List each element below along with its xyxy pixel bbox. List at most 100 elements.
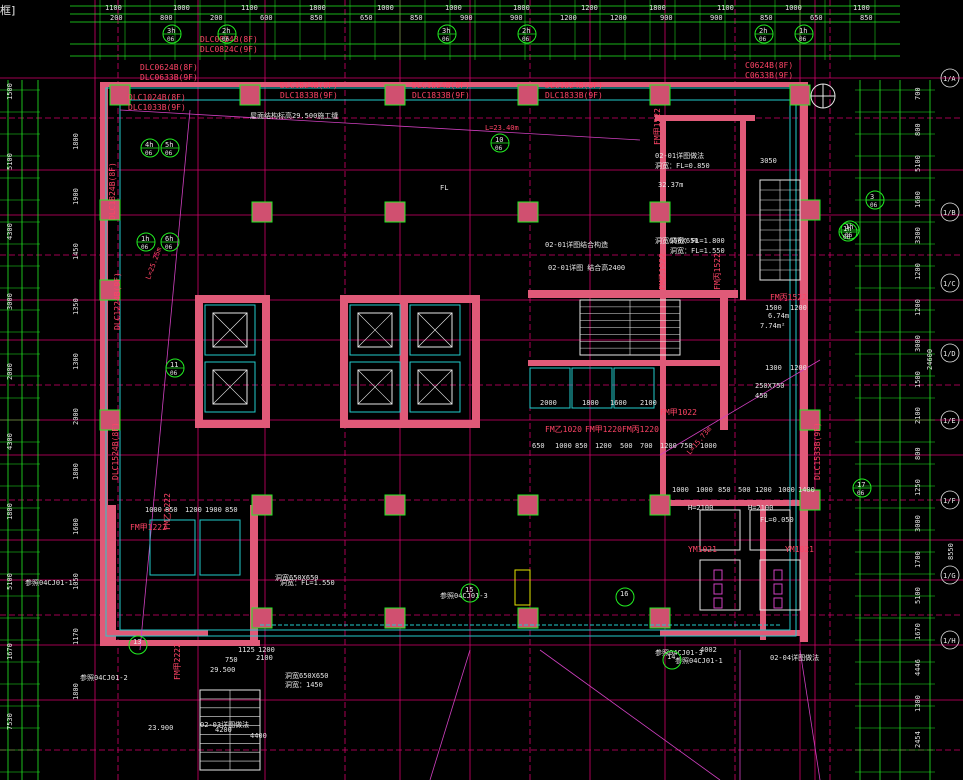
dim-text-top2: 900: [660, 14, 673, 22]
detail-ref-circle: 306: [865, 190, 885, 210]
annotation-text: 1400: [798, 486, 815, 494]
wall-segment: [100, 640, 260, 646]
elevator-shaft: [204, 361, 256, 413]
restroom-stall: [759, 559, 801, 611]
detail-ref-circle: 15: [460, 583, 480, 603]
dim-text-left: 1670: [6, 643, 14, 660]
dim-text-right: 3000: [914, 335, 922, 352]
dim-text-right: 1670: [914, 623, 922, 640]
annotation-text: 3050: [760, 157, 777, 165]
detail-ref-number: 16: [620, 590, 628, 598]
section-line: [139, 109, 191, 651]
detail-ref-number: 11: [170, 361, 178, 369]
wall-segment: [528, 290, 738, 298]
detail-ref-ring: [615, 587, 635, 607]
annotation-text: 7.74m²: [760, 322, 785, 330]
dim-text-left: 2000: [6, 363, 14, 380]
detail-ref-number: 14: [667, 653, 675, 661]
section-line: [119, 109, 641, 141]
annotation-text: H=2100: [688, 504, 713, 512]
elevator-cross: [357, 369, 393, 405]
dim-text-left: 1500: [6, 83, 14, 100]
annotation-text: 屋面结构标高29.500施工缝: [250, 111, 338, 120]
detail-ref-ring: [460, 583, 480, 603]
restroom-stall: [699, 509, 741, 551]
dim-text-top2: 850: [760, 14, 773, 22]
annotation-text: 850: [718, 486, 731, 494]
dim-text-left-small: 1900: [72, 188, 80, 205]
annotation-text: 1200: [755, 486, 772, 494]
annotation-text: 2100: [256, 654, 273, 662]
detail-ref-number: 13: [133, 638, 141, 646]
elevator-car: [357, 369, 393, 405]
wall-inner-outline: [105, 87, 797, 637]
annotation-text: 洞宽：FL=1.800: [670, 236, 725, 245]
detail-ref-sheet: 06: [222, 36, 230, 43]
structural-column: [251, 201, 273, 223]
dim-text-top: 1100: [853, 4, 870, 12]
annotation-text: 02-01详图 结合高2400: [548, 263, 625, 272]
section-line: [429, 649, 471, 780]
detail-ref-sheet: 06: [522, 36, 530, 43]
annotation-text: 1800: [582, 399, 599, 407]
annotation-text: L=15.73m: [685, 425, 713, 456]
annotation-text: 750: [225, 656, 238, 664]
dim-text-right: 3000: [914, 515, 922, 532]
dim-text-top: 1000: [173, 4, 190, 12]
dim-text-left-small: 1050: [72, 573, 80, 590]
structural-column: [99, 279, 121, 301]
annotation-text: 1200: [660, 442, 677, 450]
restroom-stall: [749, 509, 791, 551]
section-line: [539, 649, 721, 780]
dim-text-top: 1800: [649, 4, 666, 12]
structural-column: [109, 84, 131, 106]
detail-ref-sheet: 06: [141, 244, 149, 251]
axis-tag-bubble: [940, 202, 960, 222]
structural-column: [239, 84, 261, 106]
annotation-text: 2000: [540, 399, 557, 407]
detail-ref-sheet: 06: [167, 36, 175, 43]
annotation-text: 参照04CJ01-3: [440, 591, 488, 600]
detail-ref-sheet: 06: [870, 202, 878, 209]
detail-ref-circle: 14: [662, 650, 682, 670]
service-room: [613, 367, 655, 409]
annotation-text: 参照04CJ01-1: [675, 656, 723, 665]
room-box: [149, 519, 196, 576]
door-label: FM丙1522: [713, 253, 722, 290]
detail-ref-sheet: 06: [495, 145, 503, 152]
stairs: [199, 179, 801, 771]
annotation-text: 850: [165, 506, 178, 514]
door-label: FM甲1222: [130, 523, 167, 532]
restroom-fixture: [713, 569, 723, 581]
annotation-text: 250X750: [755, 382, 785, 390]
dim-text-left: 7530: [6, 713, 14, 730]
door-label: YM1021: [785, 545, 814, 554]
dim-text-left: 4300: [6, 433, 14, 450]
detail-ref-number: 3: [870, 193, 874, 201]
detail-ref-number: 2h: [759, 27, 767, 35]
restroom-fixture: [713, 583, 723, 595]
door-label: FM乙1222: [163, 493, 172, 530]
structural-column: [99, 409, 121, 431]
dim-text-left-small: 2000: [72, 408, 80, 425]
dim-text-left: 3000: [6, 293, 14, 310]
dim-text-top2: 200: [110, 14, 123, 22]
dim-text-top2: 900: [460, 14, 473, 22]
dim-text-right: 2100: [914, 407, 922, 424]
window-label: DLC1524B(8F): [111, 422, 120, 480]
detail-ref-number: 3h: [442, 27, 450, 35]
dim-text-top2: 650: [810, 14, 823, 22]
detail-ref-number: 2h: [522, 27, 530, 35]
elevator-shaft: [204, 304, 256, 356]
structural-column: [384, 607, 406, 629]
structural-column: [799, 489, 821, 511]
dim-text-left-small: 1170: [72, 628, 80, 645]
